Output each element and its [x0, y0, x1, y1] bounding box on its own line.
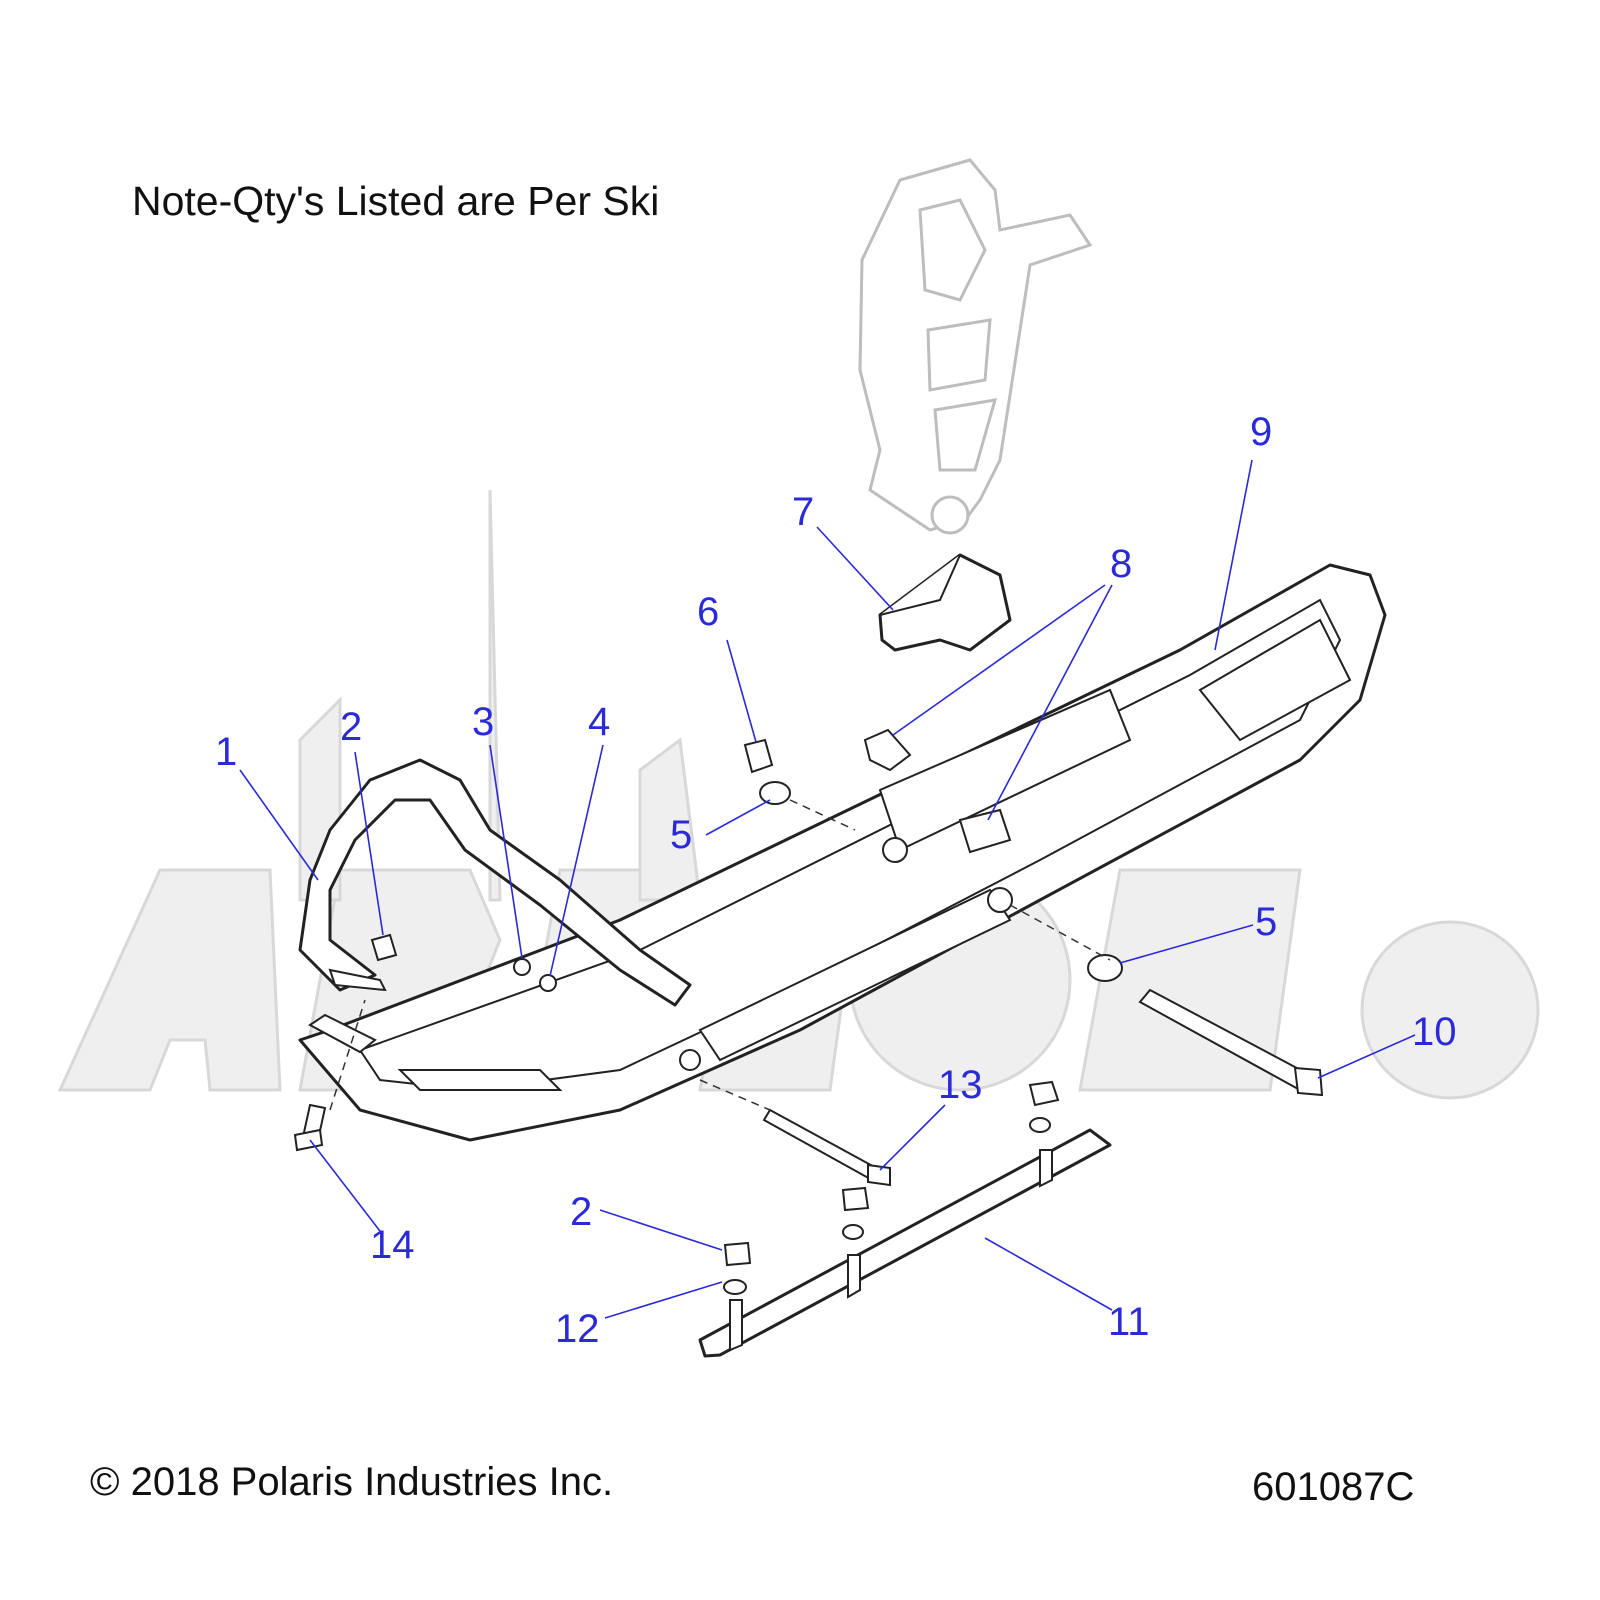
callout-numbers: 1 2 3 4 5 6 7 8 9 5 10 13 2 14 11 12 — [215, 410, 1457, 1351]
callout-13: 13 — [938, 1063, 983, 1107]
callout-7: 7 — [792, 490, 814, 534]
callout-5-upper: 5 — [670, 813, 692, 857]
hardware-parts — [293, 728, 1324, 1295]
wear-bar — [698, 1128, 1112, 1358]
ski-body — [298, 563, 1387, 1142]
rubber-bumper — [878, 553, 1012, 652]
callout-2-top: 2 — [340, 705, 362, 749]
leader-lines — [239, 459, 1416, 1319]
callout-4: 4 — [588, 700, 610, 744]
callout-5-lower: 5 — [1255, 900, 1277, 944]
quantity-note: Note-Qty's Listed are Per Ski — [132, 178, 660, 224]
callout-3: 3 — [472, 700, 494, 744]
callout-14: 14 — [370, 1223, 415, 1267]
diagram-part-number: 601087C — [1252, 1465, 1415, 1509]
callout-10: 10 — [1412, 1010, 1457, 1054]
callout-12: 12 — [555, 1307, 600, 1351]
callout-1: 1 — [215, 730, 237, 774]
callout-11: 11 — [1108, 1300, 1150, 1344]
copyright-text: © 2018 Polaris Industries Inc. — [90, 1460, 614, 1504]
callout-6: 6 — [697, 590, 719, 634]
callout-8: 8 — [1110, 542, 1132, 586]
ski-loop-handle — [298, 758, 692, 1054]
callout-9: 9 — [1250, 410, 1272, 454]
spindle-ghost — [858, 158, 1093, 535]
callout-2-bottom: 2 — [570, 1190, 592, 1234]
